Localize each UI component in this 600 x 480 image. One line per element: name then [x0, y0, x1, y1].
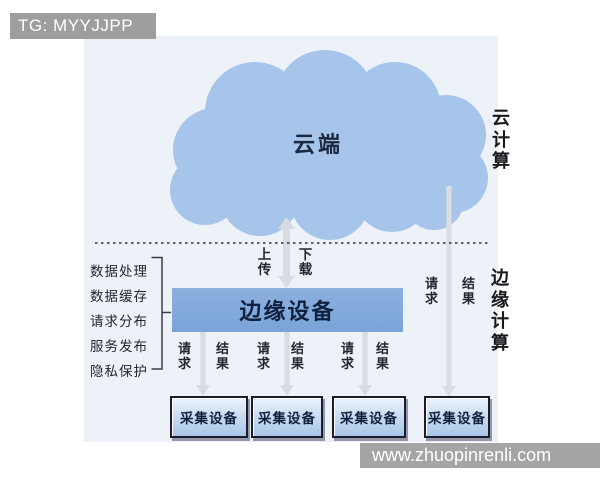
label-result-3: 结果: [375, 341, 389, 371]
collector-box-2: 采集设备: [251, 396, 323, 438]
collector-box-3: 采集设备: [332, 396, 406, 438]
label-request-2: 请求: [256, 341, 270, 371]
cloud-label: 云端: [292, 132, 343, 157]
upload-download-arrow: [278, 217, 295, 288]
edge-to-collector-arrows: [196, 332, 372, 396]
label-download: 下载: [298, 247, 313, 278]
label-upload: 上传: [257, 247, 272, 278]
edge-function-item: 数据处理: [90, 264, 148, 279]
collector-label: 采集设备: [258, 411, 316, 426]
label-request-3: 请求: [340, 341, 354, 371]
cloud-to-collector-line: [442, 186, 456, 397]
edge-function-item: 请求分布: [90, 314, 148, 329]
edge-function-item: 隐私保护: [90, 364, 148, 379]
collector-label: 采集设备: [428, 411, 486, 426]
collector-label: 采集设备: [180, 411, 238, 426]
label-edge-computing: 边缘计算: [491, 268, 509, 353]
edge-function-item: 服务发布: [90, 339, 148, 354]
watermark-bottom: www.zhuopinrenli.com: [360, 443, 600, 468]
function-list-bracket: [151, 256, 171, 370]
edge-function-item: 数据缓存: [90, 289, 148, 304]
label-request-1: 请求: [177, 341, 191, 371]
collector-box-4: 采集设备: [424, 396, 490, 438]
collector-label: 采集设备: [340, 411, 398, 426]
label-request-cloud: 请求: [424, 276, 438, 306]
label-result-1: 结果: [215, 341, 229, 371]
label-result-cloud: 结果: [461, 276, 475, 306]
label-result-2: 结果: [290, 341, 304, 371]
edge-device-box: 边缘设备: [172, 288, 403, 332]
collector-box-1: 采集设备: [170, 396, 248, 438]
watermark-top: TG: MYYJJPP: [10, 13, 156, 39]
edge-device-label: 边缘设备: [239, 299, 336, 324]
label-cloud-computing: 云计算: [492, 108, 510, 172]
